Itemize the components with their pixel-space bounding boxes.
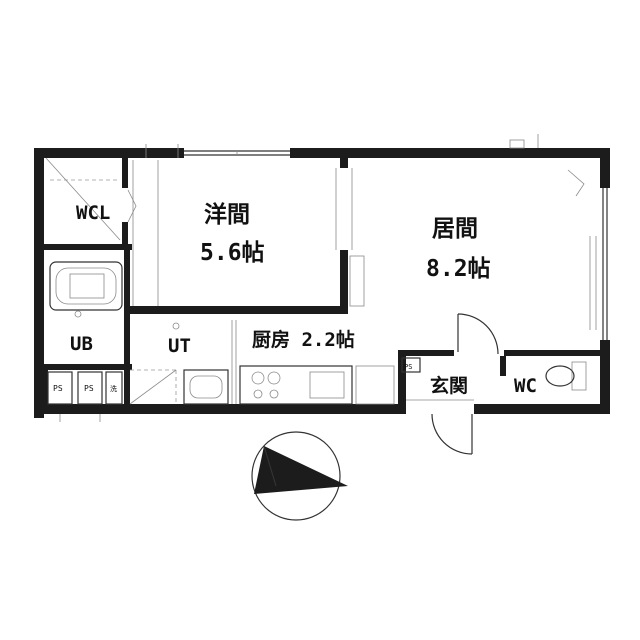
room-label-living-name: 居間	[432, 216, 478, 242]
room-label-wcl: WCL	[76, 202, 110, 224]
exterior-walls	[34, 148, 610, 418]
ps-label: PS	[53, 384, 63, 393]
room-label-ut: UT	[168, 335, 191, 357]
room-label-entrance: 玄関	[430, 374, 468, 397]
ps-label: PS	[84, 384, 94, 393]
interior-walls	[44, 158, 600, 414]
window-right	[567, 169, 608, 340]
room-label-western-name: 洋間	[204, 201, 250, 228]
north-arrow-icon	[251, 431, 348, 521]
room-label-kitchen: 厨房 2.2帖	[252, 328, 355, 351]
room-label-western-size: 5.6帖	[200, 240, 265, 266]
room-label-ub: UB	[70, 333, 93, 355]
ps-label: PS	[404, 363, 412, 371]
room-label-wc: WC	[514, 375, 537, 397]
interior-details	[45, 144, 587, 455]
room-label-living-size: 8.2帖	[426, 256, 491, 282]
window-top	[184, 134, 539, 156]
room-labels: WCL 洋間 5.6帖 居間 8.2帖 UB UT 厨房 2.2帖 玄関 WC …	[53, 201, 537, 397]
washer-mark: 洗	[110, 384, 117, 393]
